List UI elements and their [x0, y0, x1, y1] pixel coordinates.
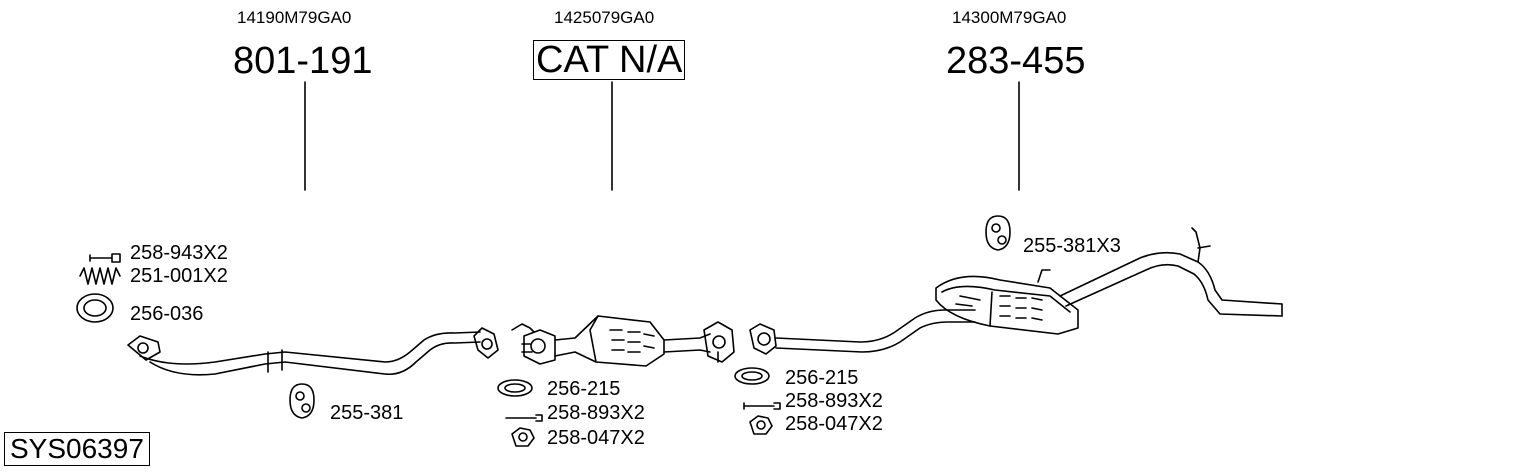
front-pipe — [127, 327, 499, 376]
gasket-icon — [497, 379, 533, 397]
bolt-icon — [743, 402, 781, 410]
oem-number: 14300M79GA0 — [952, 8, 1067, 27]
nut-icon — [749, 415, 773, 435]
part-number: 283-455 — [946, 40, 1086, 82]
part-label: 255-381X3 — [1023, 235, 1121, 257]
part-label: 258-893X2 — [785, 390, 883, 412]
part-number: CAT N/A — [533, 40, 686, 80]
fitting-icons — [76, 215, 1011, 447]
hanger-icon — [289, 383, 315, 419]
part-label: 258-893X2 — [547, 402, 645, 424]
oem-number: 1425079GA0 — [554, 8, 655, 27]
part-label: 256-036 — [130, 303, 204, 325]
part-label: 258-047X2 — [785, 413, 883, 435]
hanger-icon — [985, 215, 1011, 251]
nut-icon — [511, 427, 535, 447]
system-code: SYS06397 — [4, 432, 150, 466]
gasket-icon — [76, 293, 114, 323]
rear-silencer-pipe — [749, 227, 1283, 355]
gasket-icon — [734, 367, 770, 385]
part-label: 256-215 — [785, 367, 859, 389]
part-label: 251-001X2 — [130, 265, 228, 287]
part-label: 256-215 — [547, 378, 621, 400]
bolt-icon — [89, 253, 121, 263]
part-label: 258-943X2 — [130, 242, 228, 264]
oem-number: 14190M79GA0 — [237, 8, 352, 27]
spring-icon — [79, 267, 121, 285]
bolt-icon — [505, 414, 543, 422]
part-label: 258-047X2 — [547, 427, 645, 449]
part-label: 255-381 — [330, 402, 404, 424]
catalytic-converter — [511, 315, 735, 367]
part-number: 801-191 — [233, 40, 373, 82]
